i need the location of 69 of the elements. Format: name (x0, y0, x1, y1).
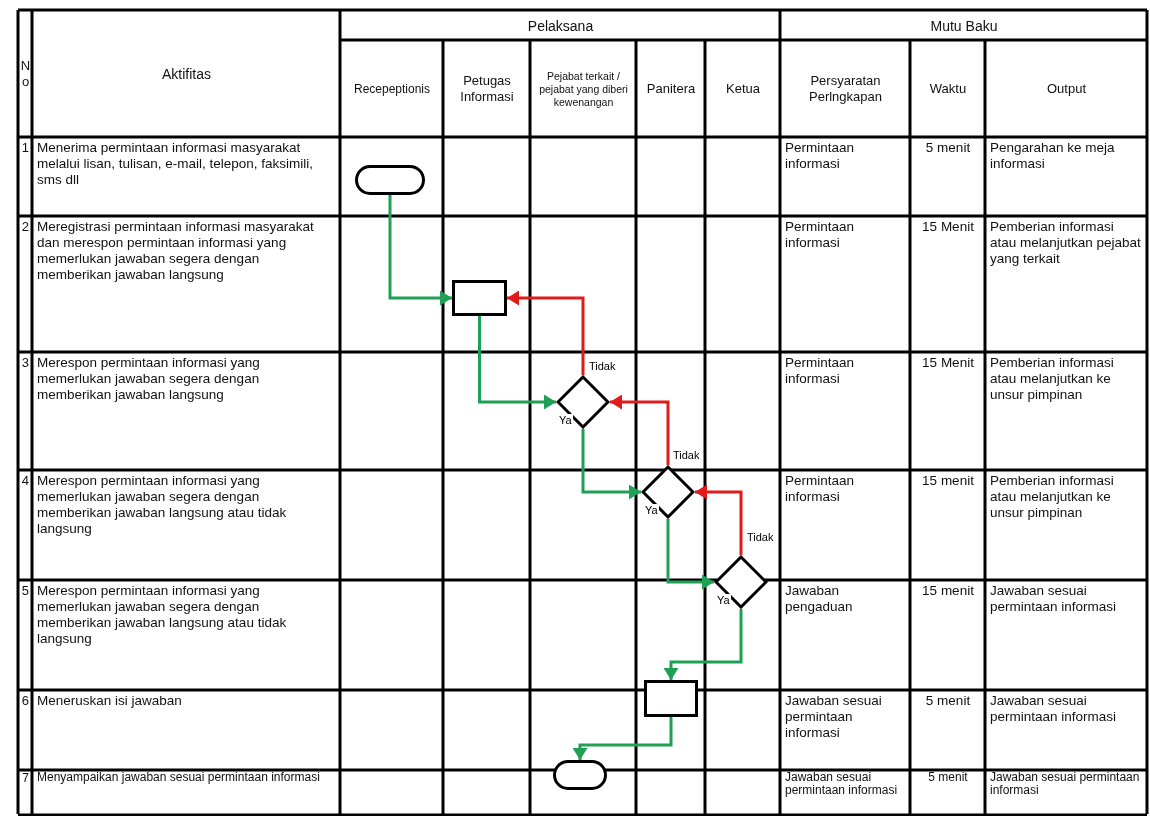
column-header: Ketua (726, 81, 760, 97)
arrow (572, 717, 673, 760)
arrow (610, 394, 670, 465)
row-number: 5 (21, 583, 29, 598)
time-text: 15 menit (922, 473, 974, 488)
requirement-text: Permintaan informasi (785, 355, 855, 386)
edge-label: Ya (716, 594, 731, 606)
column-header: Pejabat terkait / pejabat yang diberi kewenangan (538, 69, 629, 109)
arrow (581, 429, 641, 500)
time-text: 15 Menit (922, 355, 974, 370)
row-number: 2 (21, 219, 29, 234)
output-text: Jawaban sesuai permintaan informasi (990, 583, 1117, 614)
activity-text: Merespon permintaan informasi yang memerlukan jawaban segera dengan memberikan jawaban langsung atau tidak langsung (37, 583, 287, 646)
column-header: Persyaratan Perlngkapan (808, 73, 883, 105)
time-text: 15 Menit (922, 219, 974, 234)
time-text: 15 menit (922, 583, 974, 598)
activity-text: Menerima permintaan informasi masyarakat melalui lisan, tulisan, e-mail, telepon, faksimili, sms dll (37, 140, 314, 187)
decision-diamond (641, 465, 695, 519)
edge-label: Ya (644, 504, 659, 516)
time-text: 5 menit (928, 770, 968, 784)
terminator-shape (553, 760, 607, 790)
row-number: 3 (21, 355, 29, 370)
edge-label: Tidak (746, 531, 775, 543)
arrow (695, 484, 743, 555)
time-text: 5 menit (925, 693, 971, 708)
decision-diamond (556, 375, 610, 429)
arrow (478, 316, 556, 410)
arrow (663, 609, 743, 680)
column-header: Output (1047, 81, 1086, 97)
column-header: Recepeptionis (353, 81, 431, 97)
edge-label: Tidak (588, 360, 617, 372)
column-header: Waktu (929, 81, 967, 97)
output-text: Pengarahan ke meja informasi (990, 140, 1115, 171)
column-header: Aktifitas (162, 66, 211, 82)
requirement-text: Jawaban sesuai permintaan informasi (785, 693, 882, 740)
output-text: Pemberian informasi atau melanjutkan ke unsur pimpinan (990, 473, 1114, 520)
output-text: Pemberian informasi atau melanjutkan ke unsur pimpinan (990, 355, 1114, 402)
column-header: Mutu Baku (930, 17, 998, 34)
edge-label: Ya (558, 414, 573, 426)
output-text: Jawaban sesuai permintaan informasi (990, 693, 1117, 724)
column-header: Petugas Informasi (459, 73, 515, 105)
process-box (644, 680, 698, 717)
activity-text: Merespon permintaan informasi yang memerlukan jawaban segera dengan memberikan jawaban langsung (37, 355, 260, 402)
output-text: Jawaban sesuai permintaan informasi (990, 770, 1140, 797)
decision-diamond (714, 555, 768, 609)
activity-text: Menyampaikan jawaban sesuai permintaan informasi (37, 770, 320, 784)
activity-text: Meneruskan isi jawaban (37, 693, 182, 708)
row-number: 1 (21, 140, 29, 155)
terminator-shape (355, 165, 425, 195)
requirement-text: Jawaban pengaduan (785, 583, 853, 614)
row-number: 6 (21, 693, 29, 708)
row-number: 7 (22, 771, 29, 785)
requirement-text: Jawaban sesuai permintaan informasi (785, 770, 898, 797)
requirement-text: Permintaan informasi (785, 140, 855, 171)
activity-text: Meregistrasi permintaan informasi masyarakat dan merespon permintaan informasi yang memerlukan jawaban segera dengan memberikan jawaban langsung (37, 219, 314, 282)
column-header: Panitera (646, 81, 696, 97)
column-header: Pelaksana (527, 17, 594, 34)
output-text: Pemberian informasi atau melanjutkan pejabat yang terkait (990, 219, 1141, 266)
column-header: No (20, 58, 31, 90)
process-box (452, 280, 507, 316)
activity-text: Merespon permintaan informasi yang memerlukan jawaban segera dengan memberikan jawaban langsung atau tidak langsung (37, 473, 287, 536)
arrow (507, 290, 585, 375)
row-number: 4 (21, 473, 29, 488)
arrow (388, 195, 452, 306)
edge-label: Tidak (672, 449, 701, 461)
arrow (666, 519, 714, 590)
requirement-text: Permintaan informasi (785, 219, 855, 250)
time-text: 5 menit (925, 140, 971, 155)
requirement-text: Permintaan informasi (785, 473, 855, 504)
